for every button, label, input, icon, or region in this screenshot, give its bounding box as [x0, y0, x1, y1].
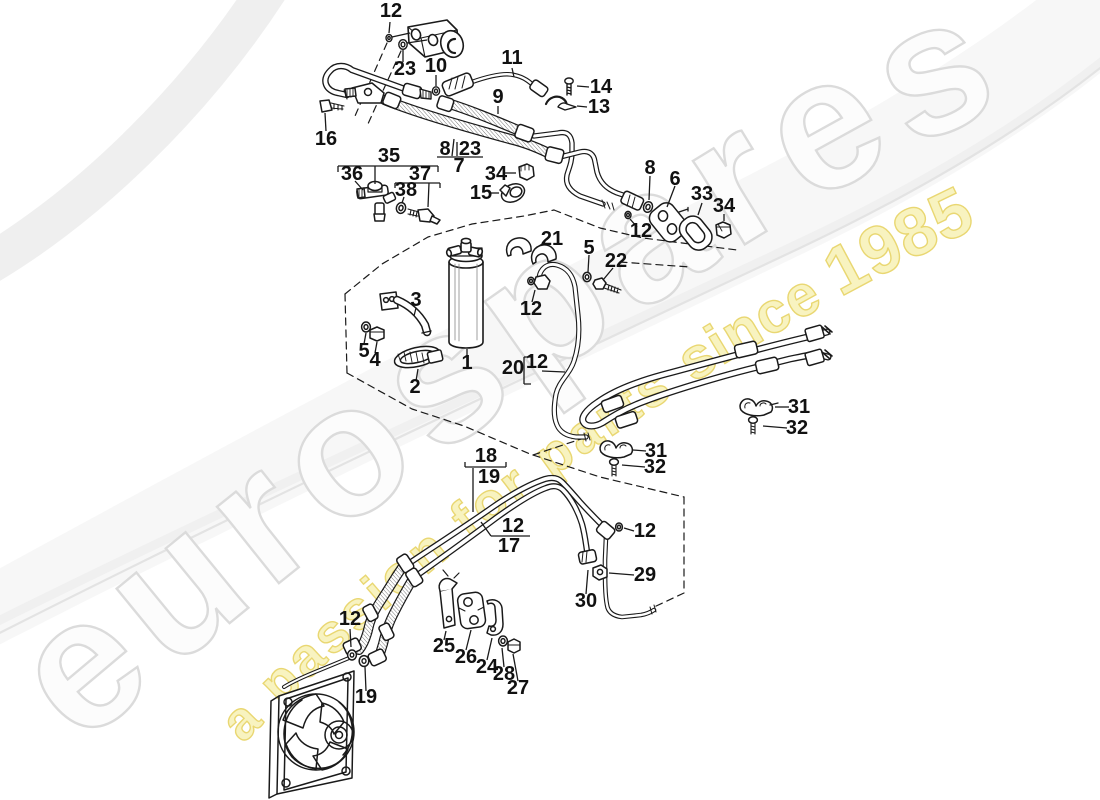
svg-text:26: 26 — [455, 646, 477, 668]
svg-text:11: 11 — [501, 47, 522, 69]
svg-text:30: 30 — [575, 590, 597, 612]
svg-text:35: 35 — [378, 145, 400, 167]
svg-text:36: 36 — [341, 163, 363, 185]
svg-text:12: 12 — [339, 608, 361, 630]
svg-text:6: 6 — [669, 168, 680, 190]
svg-text:17: 17 — [498, 535, 520, 557]
svg-text:38: 38 — [395, 179, 417, 201]
svg-text:12: 12 — [634, 520, 656, 542]
svg-text:9: 9 — [492, 86, 503, 108]
svg-text:19: 19 — [355, 686, 377, 708]
svg-text:27: 27 — [507, 677, 529, 699]
svg-text:25: 25 — [433, 635, 455, 657]
svg-text:4: 4 — [369, 349, 381, 371]
svg-text:12: 12 — [520, 298, 542, 320]
svg-text:28: 28 — [493, 663, 515, 685]
svg-text:15: 15 — [470, 182, 492, 204]
svg-text:32: 32 — [786, 417, 808, 439]
svg-text:12: 12 — [502, 515, 524, 537]
svg-text:34: 34 — [713, 195, 736, 217]
svg-text:31: 31 — [645, 440, 667, 462]
svg-text:19: 19 — [478, 466, 500, 488]
svg-text:14: 14 — [590, 76, 613, 98]
svg-text:13: 13 — [588, 96, 610, 118]
svg-text:12: 12 — [380, 0, 402, 22]
svg-text:24: 24 — [476, 656, 499, 678]
svg-text:18: 18 — [475, 445, 497, 467]
svg-text:23: 23 — [459, 138, 481, 160]
svg-text:29: 29 — [634, 564, 656, 586]
svg-text:12: 12 — [630, 220, 652, 242]
svg-text:5: 5 — [358, 340, 369, 362]
svg-text:5: 5 — [583, 237, 594, 259]
svg-text:16: 16 — [315, 128, 337, 150]
svg-text:21: 21 — [541, 228, 563, 250]
svg-text:10: 10 — [425, 55, 447, 77]
svg-text:3: 3 — [410, 289, 421, 311]
svg-text:8: 8 — [644, 157, 655, 179]
svg-text:12: 12 — [526, 351, 548, 373]
svg-text:37: 37 — [409, 163, 431, 185]
svg-text:22: 22 — [605, 250, 627, 272]
svg-text:32: 32 — [644, 456, 666, 478]
svg-text:20: 20 — [502, 357, 524, 379]
svg-text:31: 31 — [788, 396, 810, 418]
svg-text:34: 34 — [485, 163, 508, 185]
svg-text:2: 2 — [409, 376, 420, 398]
svg-text:8: 8 — [439, 138, 450, 160]
svg-text:33: 33 — [691, 183, 713, 205]
svg-text:23: 23 — [394, 58, 416, 80]
svg-text:7: 7 — [453, 155, 464, 177]
svg-text:1: 1 — [461, 352, 472, 374]
